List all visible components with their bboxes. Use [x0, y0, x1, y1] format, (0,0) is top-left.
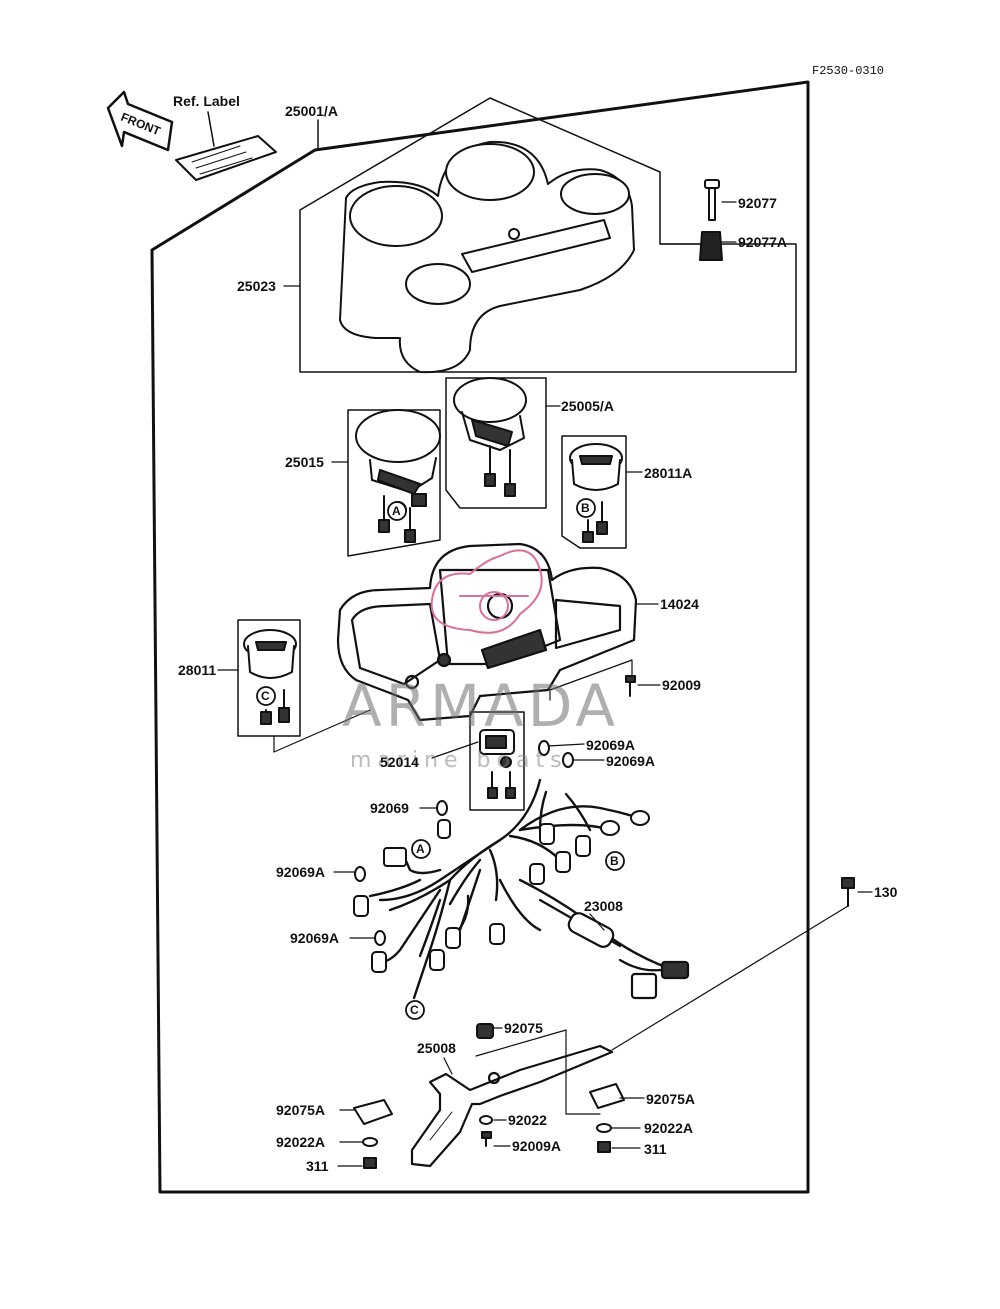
drawing-code: F2530-0310 [812, 64, 885, 78]
ref-label-text: Ref. Label [173, 93, 240, 109]
ref-letter-b: B [581, 501, 590, 515]
callout-130: 130 [874, 884, 898, 900]
watermark-title: ARMADA [342, 672, 620, 740]
callout-25008: 25008 [417, 1040, 456, 1056]
watermark-logo-mark [430, 549, 543, 634]
callout-92075a: 92075A [646, 1091, 696, 1107]
switch-52014 [479, 729, 516, 799]
callout-311: 311 [644, 1141, 667, 1157]
callout-92009: 92009 [662, 677, 701, 693]
callout-92075: 92075 [504, 1020, 543, 1036]
callout-52014: 52014 [380, 754, 419, 770]
grommet-92077A [699, 231, 723, 261]
ref-letter-c: C [261, 689, 270, 703]
callout-92022a: 92022A [644, 1120, 694, 1136]
ref-letter-b: B [610, 854, 619, 868]
callout-311: 311 [306, 1158, 329, 1174]
callout-14024: 14024 [660, 596, 699, 612]
callout-25001a: 25001/A [285, 103, 338, 119]
screw-92009A [481, 1131, 492, 1147]
bulb-92069 [354, 740, 574, 946]
callout-92022a: 92022A [276, 1134, 326, 1150]
callout-28011: 28011 [178, 662, 217, 678]
fuel-gauge-28011A [569, 443, 623, 543]
speedometer [355, 409, 441, 543]
callout-25023: 25023 [237, 278, 276, 294]
nuts-311 [363, 1141, 611, 1169]
nut-92075 [476, 1023, 494, 1039]
assembly-frame [150, 80, 810, 1194]
callout-23008: 23008 [584, 898, 623, 914]
callout-92069a: 92069A [606, 753, 656, 769]
meter-cover [339, 140, 635, 374]
ref-label-sticker [175, 111, 277, 181]
ref-circles [256, 498, 625, 1020]
callout-92069a: 92069A [586, 737, 636, 753]
callout-25015: 25015 [285, 454, 324, 470]
callout-92077a: 92077A [738, 234, 788, 250]
cushion-92075A [353, 1083, 625, 1125]
callout-25005a: 25005/A [561, 398, 614, 414]
ref-letter-a: A [392, 504, 401, 518]
front-arrow [106, 90, 174, 152]
bracket-25008 [410, 1044, 614, 1168]
callout-92069a: 92069A [276, 864, 326, 880]
tachometer [453, 377, 527, 497]
callout-92077: 92077 [738, 195, 777, 211]
screw-92077 [704, 179, 720, 221]
callout-92069: 92069 [370, 800, 409, 816]
washers [362, 1115, 612, 1147]
bolt-130 [841, 877, 855, 907]
screw-92009 [625, 675, 636, 697]
callout-92009a: 92009A [512, 1138, 562, 1154]
callout-92022: 92022 [508, 1112, 547, 1128]
ref-letter-a: A [416, 842, 425, 856]
gauge-28011 [243, 629, 297, 725]
callout-92069a: 92069A [290, 930, 340, 946]
watermark-subtitle: marine boats [350, 748, 568, 773]
lead-wire-23008 [538, 898, 690, 1000]
callout-92075a: 92075A [276, 1102, 326, 1118]
callout-28011a: 28011A [644, 465, 693, 481]
ref-letter-c: C [410, 1003, 419, 1017]
harness-connectors [353, 810, 650, 973]
